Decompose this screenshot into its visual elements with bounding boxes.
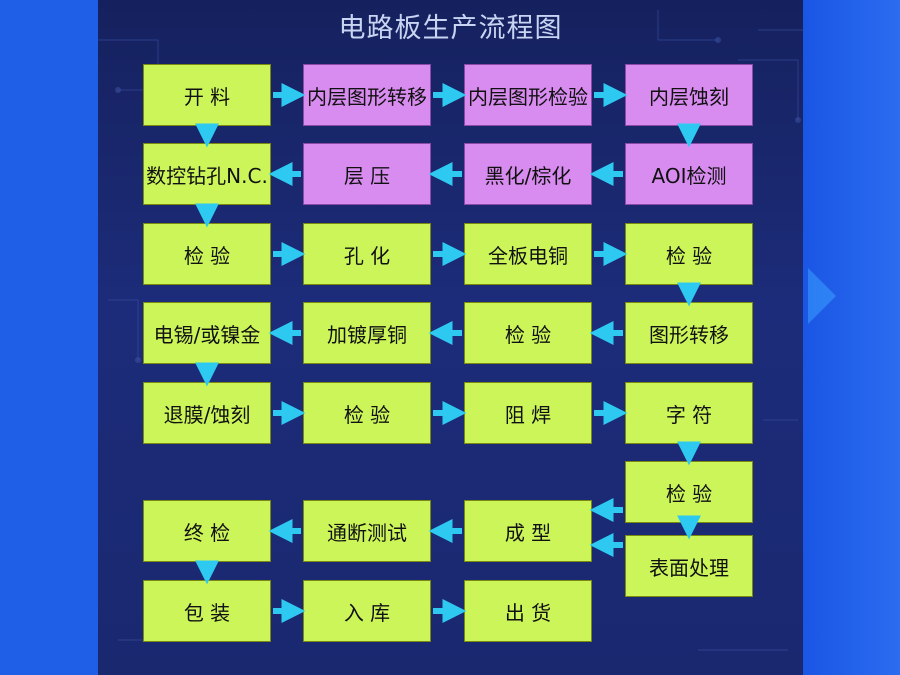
decorative-arrow-icon <box>808 268 836 324</box>
step-solder-mask: 阻 焊 <box>464 382 592 444</box>
step-inner-pattern-inspection: 内层图形检验 <box>464 64 592 126</box>
right-margin <box>803 0 900 675</box>
flow-arrows <box>195 83 701 623</box>
flowchart-panel: 电路板生产流程图 开 料 内层图形转移 内层图形检验 内层蚀刻 数控钻孔N.C.… <box>98 0 803 675</box>
step-profiling: 成 型 <box>464 500 592 562</box>
step-electrical-test: 通断测试 <box>303 500 431 562</box>
step-surface-finish: 表面处理 <box>625 535 753 597</box>
step-tin-nickel-gold: 电锡/或镍金 <box>143 302 271 364</box>
step-hole-metallization: 孔 化 <box>303 223 431 285</box>
step-inspection-3: 检 验 <box>464 302 592 364</box>
step-strip-etch: 退膜/蚀刻 <box>143 382 271 444</box>
step-inspection-1: 检 验 <box>143 223 271 285</box>
step-inspection-2: 检 验 <box>625 223 753 285</box>
step-inner-etching: 内层蚀刻 <box>625 64 753 126</box>
step-cutting: 开 料 <box>143 64 271 126</box>
step-cnc-drilling: 数控钻孔N.C. <box>143 143 271 205</box>
step-thick-copper: 加镀厚铜 <box>303 302 431 364</box>
step-lamination: 层 压 <box>303 143 431 205</box>
step-aoi-inspection: AOI检测 <box>625 143 753 205</box>
step-final-inspection: 终 检 <box>143 500 271 562</box>
step-warehousing: 入 库 <box>303 580 431 642</box>
step-panel-plating: 全板电铜 <box>464 223 592 285</box>
step-inspection-4: 检 验 <box>303 382 431 444</box>
step-shipping: 出 货 <box>464 580 592 642</box>
step-black-brown-oxide: 黑化/棕化 <box>464 143 592 205</box>
step-inner-pattern-transfer: 内层图形转移 <box>303 64 431 126</box>
step-legend-print: 字 符 <box>625 382 753 444</box>
page-title: 电路板生产流程图 <box>338 13 563 44</box>
